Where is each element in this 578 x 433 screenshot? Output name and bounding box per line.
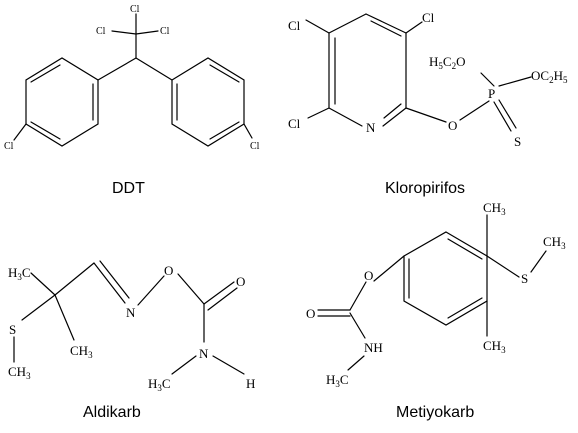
ddt-cl-right: Cl xyxy=(160,26,170,37)
ddt-cl-ring-right: Cl xyxy=(250,141,260,152)
meti-ch3-top: CH3 xyxy=(483,200,506,217)
meti-ch3-s: CH3 xyxy=(543,234,566,251)
ddt-cl-top: Cl xyxy=(130,4,140,15)
meti-ch3-bot: CH3 xyxy=(483,338,506,355)
aldi-h3c-top: H3C xyxy=(8,265,31,282)
klor-cl2: Cl xyxy=(422,10,435,25)
klor-s: S xyxy=(514,134,521,149)
metiyokarb-caption: Metiyokarb xyxy=(396,404,474,421)
ddt-cl-ring-left: Cl xyxy=(4,141,14,152)
aldi-n-imine: N xyxy=(126,305,136,320)
klor-cl3: Cl xyxy=(288,116,301,131)
klor-o: O xyxy=(448,118,457,133)
aldi-h3c-amide: H3C xyxy=(148,376,171,393)
aldi-o-ester: O xyxy=(164,263,173,278)
meti-s: S xyxy=(521,271,528,286)
ddt-cl-left: Cl xyxy=(96,26,106,37)
ddt-structure: Cl Cl Cl Cl Cl DDT xyxy=(4,4,260,197)
klor-ethoxy-right: OC2H5 xyxy=(531,68,568,85)
aldi-ch3-bot: CH3 xyxy=(8,364,31,381)
aldi-s: S xyxy=(9,322,16,337)
aldikarb-structure: H3C CH3 S CH3 N O O N H3C H Aldikarb xyxy=(8,260,255,421)
metiyokarb-structure: CH3 S CH3 CH3 O O NH H3C Metiyokarb xyxy=(306,200,566,421)
meti-h3c: H3C xyxy=(326,372,349,389)
klor-ethoxy-left: H5C2O xyxy=(429,54,465,71)
ddt-caption: DDT xyxy=(112,180,145,197)
kloropirifos-structure: Cl Cl Cl N O P S H5C2O OC2H5 Kloropirifo… xyxy=(288,10,568,197)
aldi-o-carbonyl: O xyxy=(236,274,245,289)
kloropirifos-caption: Kloropirifos xyxy=(385,180,465,197)
meti-o-carbonyl: O xyxy=(306,306,315,321)
klor-p: P xyxy=(488,86,495,101)
klor-n: N xyxy=(366,120,376,135)
aldikarb-caption: Aldikarb xyxy=(83,404,141,421)
meti-nh: NH xyxy=(364,340,383,355)
aldi-h: H xyxy=(246,376,255,391)
aldi-n-amide: N xyxy=(199,346,209,361)
aldi-ch3-mid: CH3 xyxy=(70,343,93,360)
meti-o-ester: O xyxy=(364,268,373,283)
klor-cl1: Cl xyxy=(288,18,301,33)
